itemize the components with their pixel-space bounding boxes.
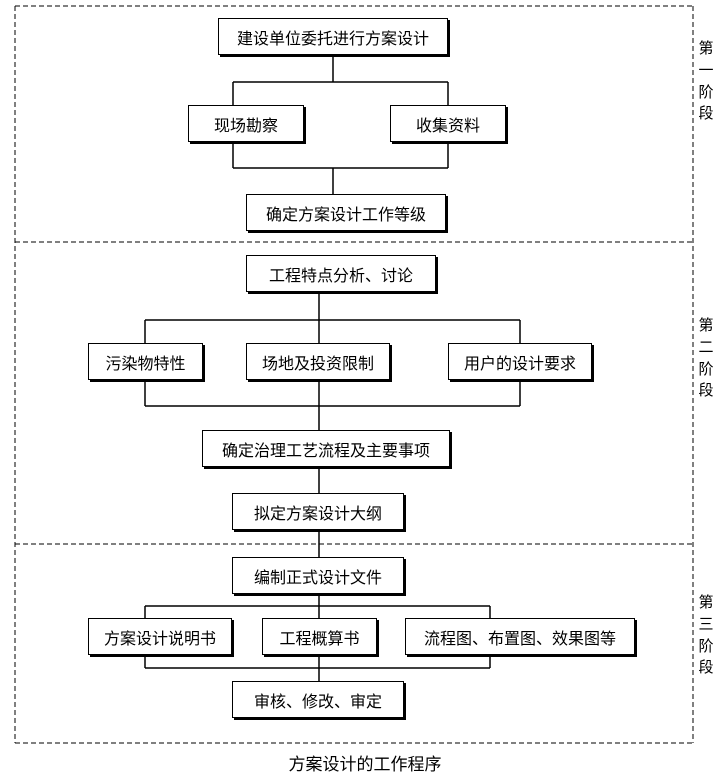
- stage-two-label: 第二阶段: [698, 316, 714, 400]
- site-limits-box: 场地及投资限制: [246, 343, 390, 380]
- site-survey-box: 现场勘察: [188, 105, 304, 142]
- drawings-box: 流程图、布置图、效果图等: [405, 618, 635, 655]
- analysis-box: 工程特点分析、讨论: [246, 255, 436, 292]
- collect-data-box: 收集资料: [390, 105, 506, 142]
- user-requirements-box: 用户的设计要求: [448, 343, 592, 380]
- determine-process-box: 确定治理工艺流程及主要事项: [202, 430, 450, 467]
- pollutant-box: 污染物特性: [88, 343, 203, 380]
- compile-docs-box: 编制正式设计文件: [232, 557, 404, 594]
- stage-three-label: 第三阶段: [698, 593, 714, 677]
- diagram-caption: 方案设计的工作程序: [288, 755, 442, 775]
- outline-box: 拟定方案设计大纲: [232, 493, 404, 530]
- design-description-box: 方案设计说明书: [88, 618, 232, 655]
- determine-grade-box: 确定方案设计工作等级: [246, 194, 446, 231]
- budget-box: 工程概算书: [262, 618, 377, 655]
- stage-one-label: 第一阶段: [698, 39, 714, 123]
- commission-box: 建设单位委托进行方案设计: [218, 18, 448, 55]
- review-box: 审核、修改、审定: [232, 681, 404, 718]
